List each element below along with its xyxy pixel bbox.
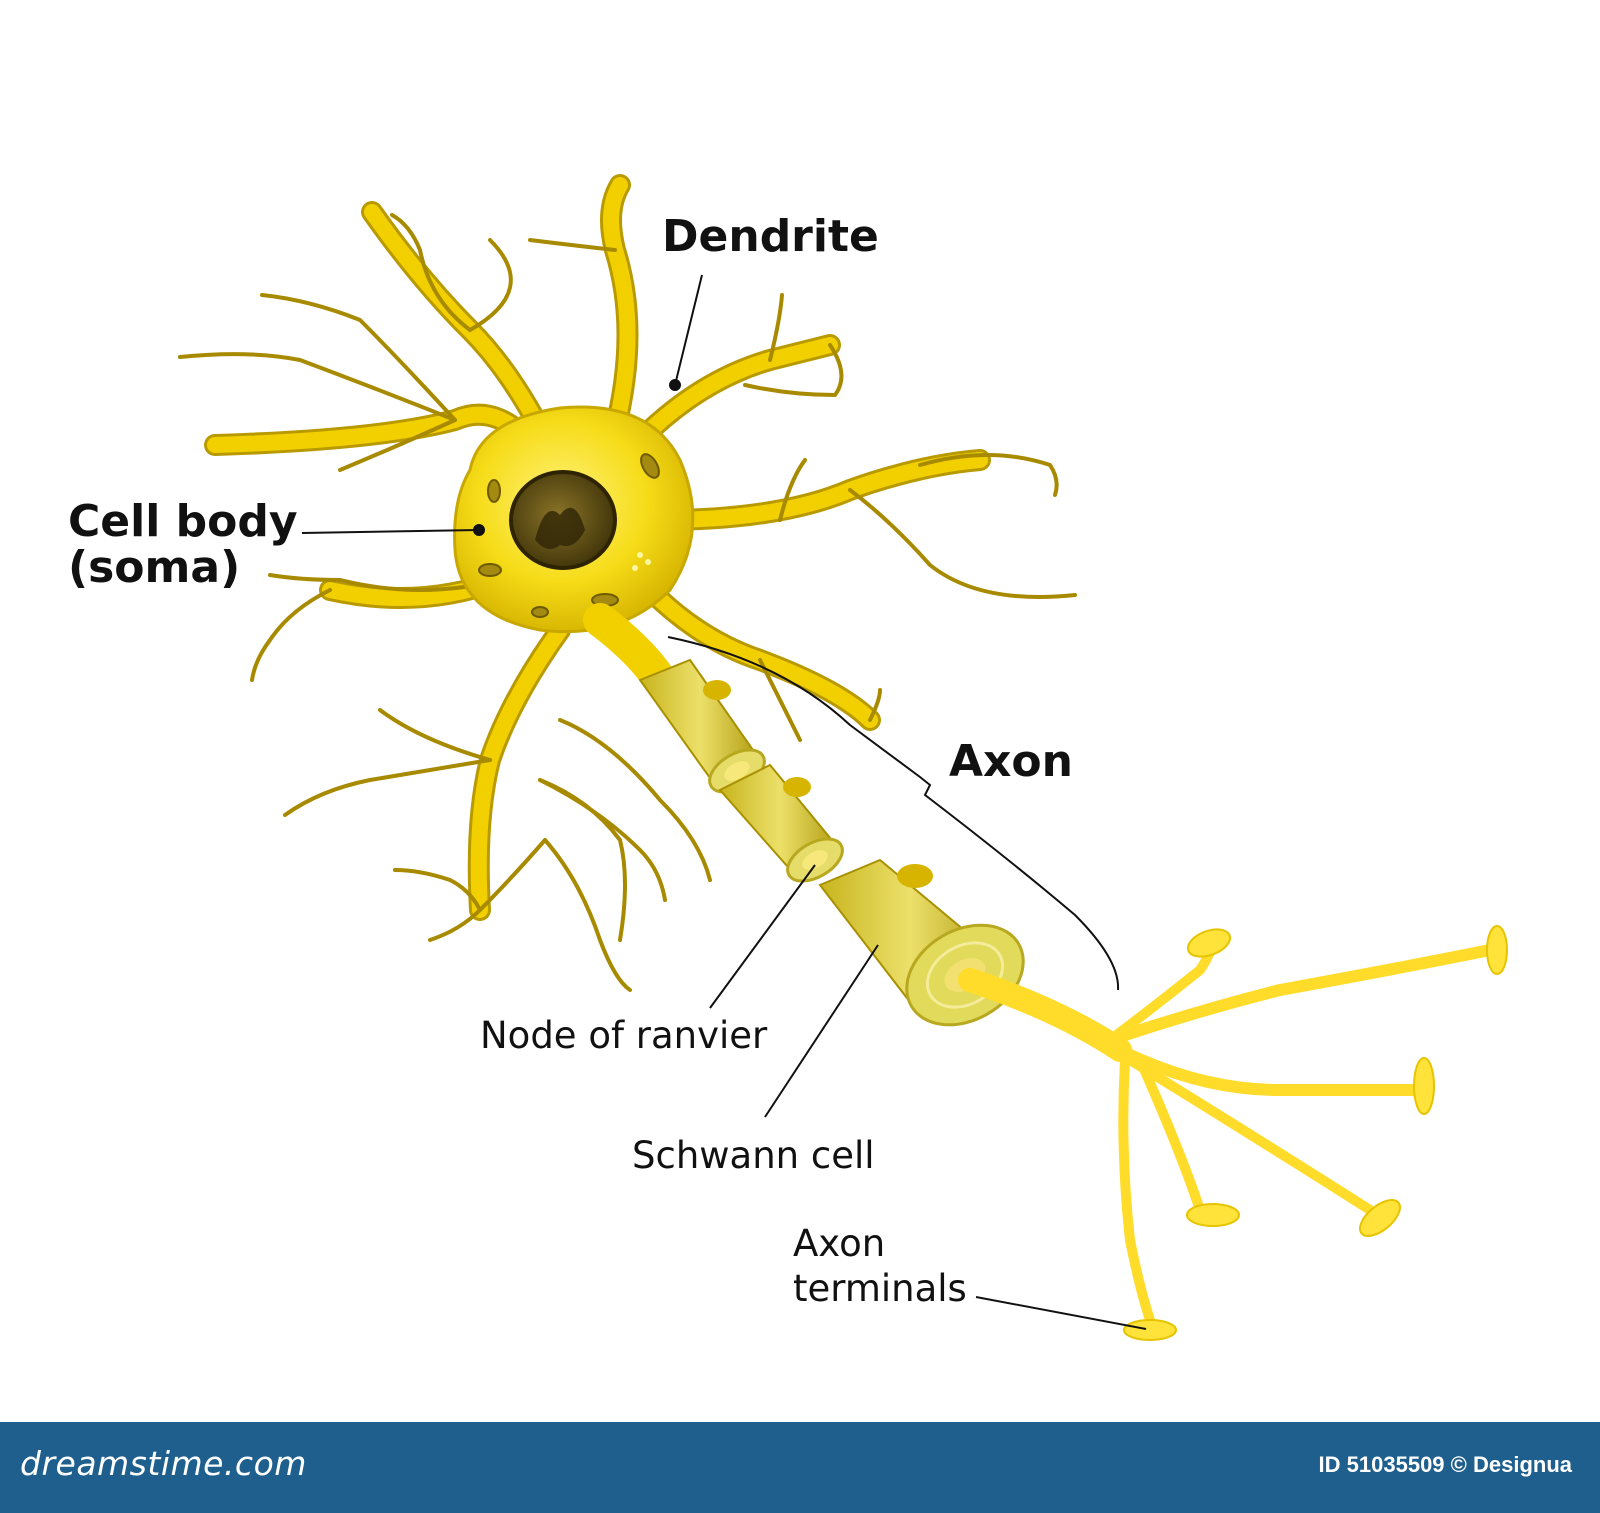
axon-terminals-leader	[975, 1296, 1147, 1330]
axon-brace	[667, 636, 1120, 991]
footer-logo[interactable]: dreamstime.com	[20, 1444, 307, 1483]
soma-label: (soma)	[68, 542, 241, 593]
schwann-cell-label: Schwann cell	[632, 1134, 875, 1177]
schwann-cell-leader	[764, 944, 879, 1118]
dendrites	[178, 174, 1077, 992]
dendrite-leader	[674, 274, 703, 386]
footer-credit: ID 51035509 © Designua	[1318, 1452, 1572, 1477]
cell-body-label: Cell body	[68, 496, 298, 547]
axon-label: Axon	[949, 736, 1073, 787]
myelin-sheath-2	[718, 763, 844, 883]
footer-bar: dreamstime.com ID 51035509 © Designua	[0, 1422, 1600, 1513]
myelin-sheath-3	[818, 858, 1025, 1027]
node-of-ranvier-label: Node of ranvier	[480, 1014, 768, 1057]
myelin-sheath-1	[638, 658, 766, 794]
leader-lines	[301, 274, 1147, 1330]
dendrite-label: Dendrite	[662, 211, 879, 262]
node-of-ranvier-leader	[709, 864, 816, 1009]
cell-body	[453, 405, 695, 634]
neuron-diagram	[178, 174, 1508, 1341]
axon-terminals-label-line1: Axon	[793, 1222, 886, 1265]
axon-terminals	[958, 925, 1508, 1341]
axon-terminals-label-line2: terminals	[793, 1267, 967, 1310]
cell-body-leader	[301, 529, 480, 534]
